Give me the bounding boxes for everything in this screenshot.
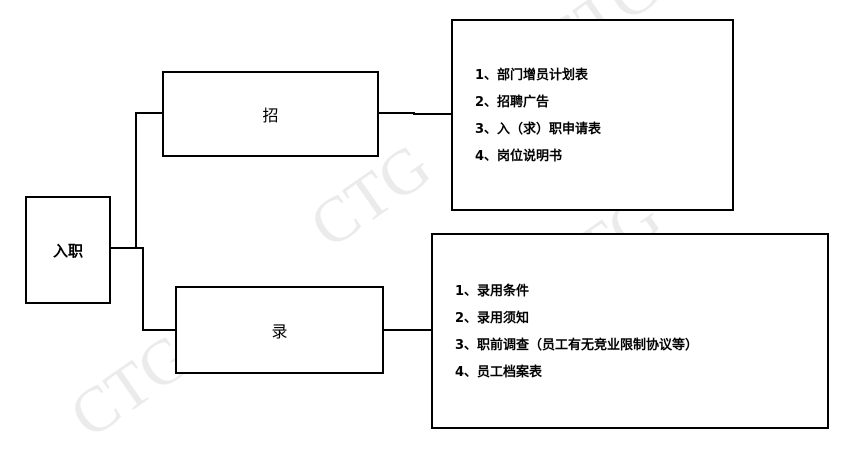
connector-root-to-zhao xyxy=(110,112,163,249)
root-node: 入职 xyxy=(25,196,111,304)
connector-zhao-to-list xyxy=(377,112,452,115)
list-item: 4、员工档案表 xyxy=(455,365,543,380)
branch-node-zhao: 招 xyxy=(162,71,379,157)
list-item: 4、岗位说明书 xyxy=(475,149,563,164)
list-item: 1、录用条件 xyxy=(455,284,530,299)
list-item: 3、职前调查（员工有无竞业限制协议等） xyxy=(455,338,699,353)
list-item: 2、录用须知 xyxy=(455,311,530,326)
branch-node-lu-label: 录 xyxy=(271,322,288,341)
branch-lu-items: 1、录用条件 2、录用须知 3、职前调查（员工有无竞业限制协议等） 4、员工档案… xyxy=(431,233,829,429)
list-item: 3、入（求）职申请表 xyxy=(475,122,602,137)
list-item: 2、招聘广告 xyxy=(475,95,550,110)
branch-node-zhao-label: 招 xyxy=(262,106,279,125)
branch-zhao-items: 1、部门增员计划表 2、招聘广告 3、入（求）职申请表 4、岗位说明书 xyxy=(451,19,734,211)
connector-root-to-lu xyxy=(110,247,176,331)
branch-node-lu: 录 xyxy=(175,286,384,374)
root-node-label: 入职 xyxy=(52,241,83,260)
list-item: 1、部门增员计划表 xyxy=(475,68,589,83)
